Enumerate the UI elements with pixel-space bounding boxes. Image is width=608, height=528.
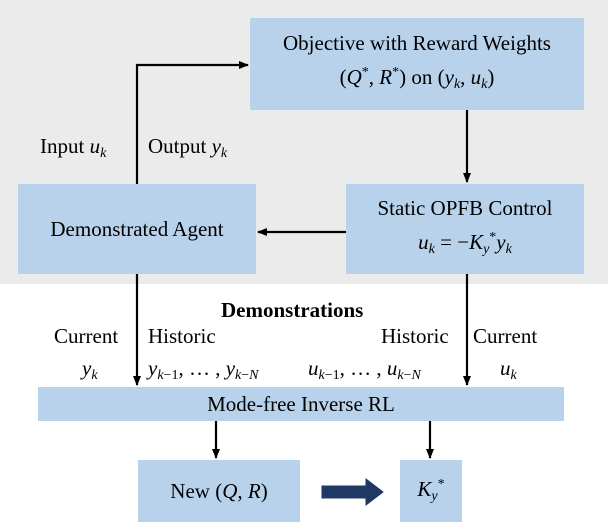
left-historic-label: Historic — [148, 324, 216, 348]
demonstrated-agent-box: Demonstrated Agent — [18, 184, 256, 274]
input-label: Input uk — [40, 134, 107, 161]
static-opfb-box: Static OPFB Control uk = −Ky*yk — [346, 184, 584, 274]
new-to-gain-fat-arrow — [321, 477, 384, 507]
agent-label: Demonstrated Agent — [50, 217, 224, 241]
right-current-var: uk — [500, 356, 517, 383]
new-qr-box: New (Q, R) — [138, 460, 300, 522]
control-law: uk = −Ky*yk — [418, 230, 512, 257]
left-current-var: yk — [82, 356, 98, 383]
left-current-label: Current — [54, 324, 119, 348]
right-historic-label: Historic — [381, 324, 449, 348]
gain-label: Ky* — [417, 477, 445, 504]
output-label: Output yk — [148, 134, 228, 161]
inverse-rl-box: Mode-free Inverse RL — [38, 387, 564, 421]
right-historic-var: uk−1, … , uk−N — [308, 356, 421, 383]
right-current-label: Current — [473, 324, 538, 348]
demonstrations-title: Demonstrations — [221, 298, 364, 322]
static-opfb-title: Static OPFB Control — [377, 196, 553, 220]
objective-title: Objective with Reward Weights — [283, 31, 551, 55]
objective-weights: (Q*, R*) on (yk, uk) — [339, 65, 495, 92]
inverse-rl-label: Mode-free Inverse RL — [207, 392, 395, 416]
objective-box: Objective with Reward Weights (Q*, R*) o… — [250, 18, 584, 110]
agent-to-objective-arrow — [135, 61, 249, 184]
gain-box: Ky* — [400, 460, 462, 522]
left-historic-var: yk−1, … , yk−N — [148, 356, 259, 383]
new-qr-label: New (Q, R) — [170, 479, 268, 503]
